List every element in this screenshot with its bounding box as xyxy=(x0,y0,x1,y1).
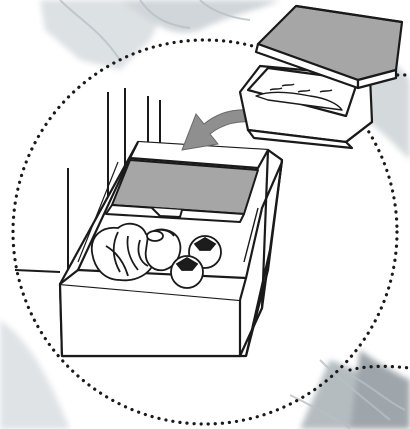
drawer-divider-cover xyxy=(106,160,258,222)
